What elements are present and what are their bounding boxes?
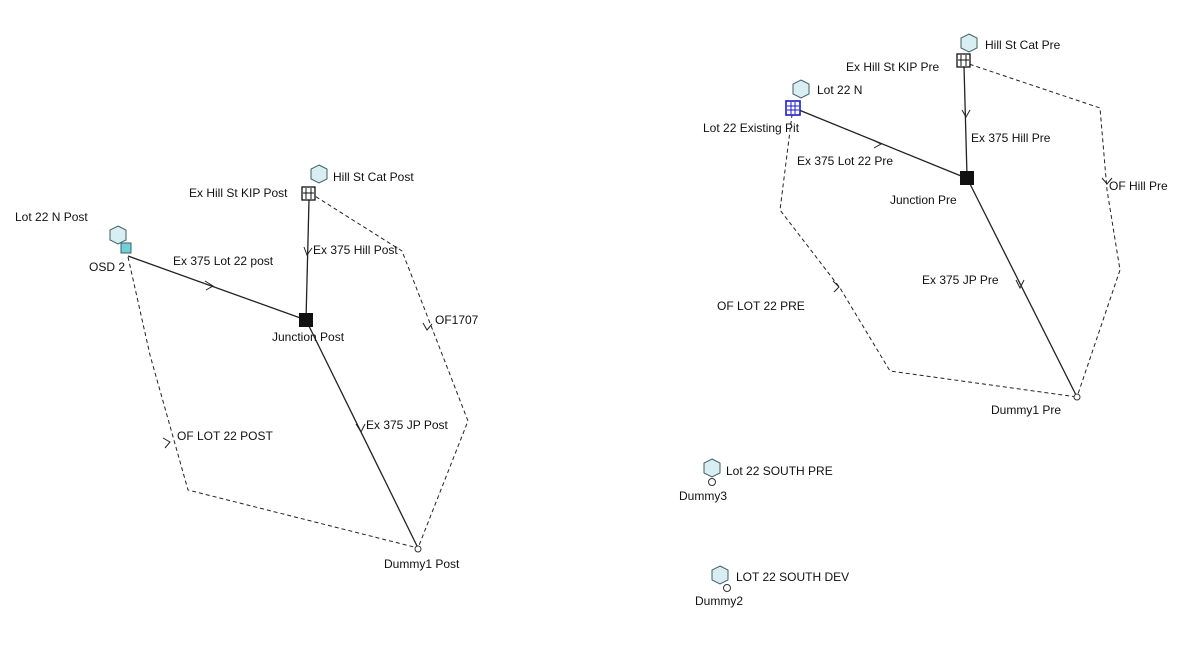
label-ex375-lot22-post: Ex 375 Lot 22 post [173,254,274,268]
catchment-hexagon-icon[interactable] [703,458,721,478]
label-dummy3: Dummy3 [679,489,727,503]
flow-arrow-icon [303,246,313,257]
catchment-hexagon-icon[interactable] [711,565,729,585]
existing-pit-icon[interactable] [785,100,801,116]
flow-arrow-icon [204,280,214,291]
label-lot22-n-post: Lot 22 N Post [15,210,88,224]
flow-arrow-icon [422,322,433,331]
label-dummy1-pre: Dummy1 Pre [991,403,1061,417]
flow-arrow-icon [1101,177,1113,185]
label-hill-st-cat-post: Hill St Cat Post [333,170,414,184]
label-lot22-n: Lot 22 N [817,83,862,97]
catchment-hexagon-icon[interactable] [792,79,810,99]
label-of-lot22-pre: OF LOT 22 PRE [717,299,805,313]
label-lot22-south-pre: Lot 22 SOUTH PRE [726,464,833,478]
catchment-hexagon-icon[interactable] [310,164,328,184]
flow-arrow-icon [872,139,883,149]
overflow-of-lot22-pre[interactable] [779,106,1078,398]
flow-arrow-icon [832,280,840,293]
label-of-lot22-post: OF LOT 22 POST [177,429,273,443]
label-ex-hill-st-kip-pre: Ex Hill St KIP Pre [846,60,939,74]
dummy3-node[interactable] [708,478,716,486]
pipe-ex375-hill-pre[interactable] [963,65,968,177]
overflow-of1707[interactable] [309,192,469,549]
pre-network: Hill St Cat Pre Ex Hill St KIP Pre Lot 2… [703,33,1168,417]
label-ex375-jp-pre: Ex 375 JP Pre [922,273,999,287]
label-lot22-existing-pit: Lot 22 Existing Pit [703,121,800,135]
label-hill-st-cat-pre: Hill St Cat Pre [985,38,1061,52]
dummy1-post-node[interactable] [414,545,422,553]
label-of1707: OF1707 [435,313,479,327]
flow-arrow-icon [961,109,971,119]
label-osd2: OSD 2 [89,260,125,274]
osd-node-icon[interactable] [120,242,132,254]
post-network: Lot 22 N Post OSD 2 Hill St Cat Post Ex … [15,164,479,571]
pipe-ex375-lot22-post[interactable] [127,255,307,321]
label-of-hill-pre: OF Hill Pre [1109,179,1168,193]
label-dummy2: Dummy2 [695,594,743,608]
flow-arrow-icon [355,423,366,434]
label-junction-post: Junction Post [272,330,345,344]
label-ex375-lot22-pre: Ex 375 Lot 22 Pre [797,154,893,168]
label-junction-pre: Junction Pre [890,193,957,207]
label-ex375-hill-pre: Ex 375 Hill Pre [971,131,1051,145]
overflow-of-lot22-post[interactable] [127,256,419,549]
catchment-hexagon-icon[interactable] [109,225,127,245]
label-dummy1-post: Dummy1 Post [384,557,460,571]
catchment-hexagon-icon[interactable] [960,33,978,53]
pipe-ex375-lot22-pre[interactable] [798,109,967,179]
label-ex375-hill-post: Ex 375 Hill Post [313,243,398,257]
dummy1-pre-node[interactable] [1073,393,1081,401]
flow-arrow-icon [162,437,171,449]
label-lot22-south-dev: LOT 22 SOUTH DEV [736,570,849,584]
south-catchments: Lot 22 SOUTH PRE Dummy3 LOT 22 SOUTH DEV… [679,458,849,608]
overflow-of-hill-pre[interactable] [962,61,1121,398]
junction-post-node[interactable] [299,313,313,327]
pipe-ex375-hill-post[interactable] [305,199,310,321]
junction-pre-node[interactable] [960,171,974,185]
dummy2-node[interactable] [723,584,731,592]
flow-arrow-icon [1015,279,1025,290]
pipe-ex375-jp-post[interactable] [305,319,419,549]
pipe-ex375-jp-pre[interactable] [966,177,1078,398]
label-ex-hill-st-kip-post: Ex Hill St KIP Post [189,186,288,200]
label-ex375-jp-post: Ex 375 JP Post [366,418,448,432]
